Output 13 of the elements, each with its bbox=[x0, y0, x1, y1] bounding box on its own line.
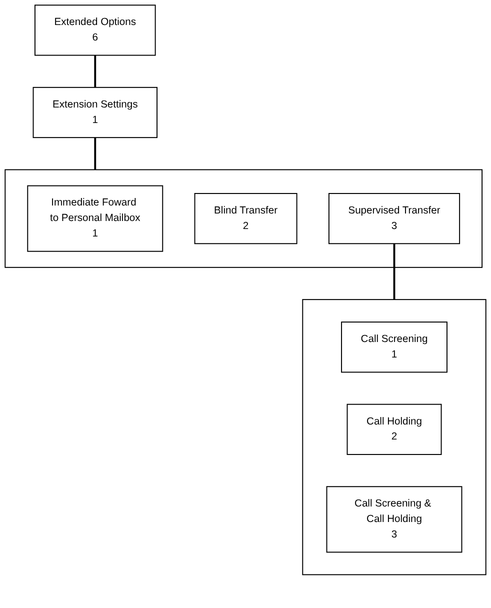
node-box: Blind Transfer 2 bbox=[194, 193, 298, 244]
node-box: Extension Settings 1 bbox=[32, 86, 158, 138]
node-box: Extended Options 6 bbox=[34, 4, 156, 56]
cluster bbox=[302, 299, 486, 576]
cluster bbox=[4, 169, 483, 268]
node-box: Call Screening & Call Holding 3 bbox=[326, 486, 462, 553]
node-box: Call Screening 1 bbox=[341, 322, 448, 373]
node-box: Supervised Transfer 3 bbox=[328, 193, 460, 244]
connector bbox=[94, 138, 96, 170]
node-box: Call Holding 2 bbox=[346, 404, 442, 455]
node-box: Immediate Foward to Personal Mailbox 1 bbox=[27, 185, 164, 252]
connector bbox=[393, 244, 396, 300]
connector bbox=[94, 55, 96, 88]
